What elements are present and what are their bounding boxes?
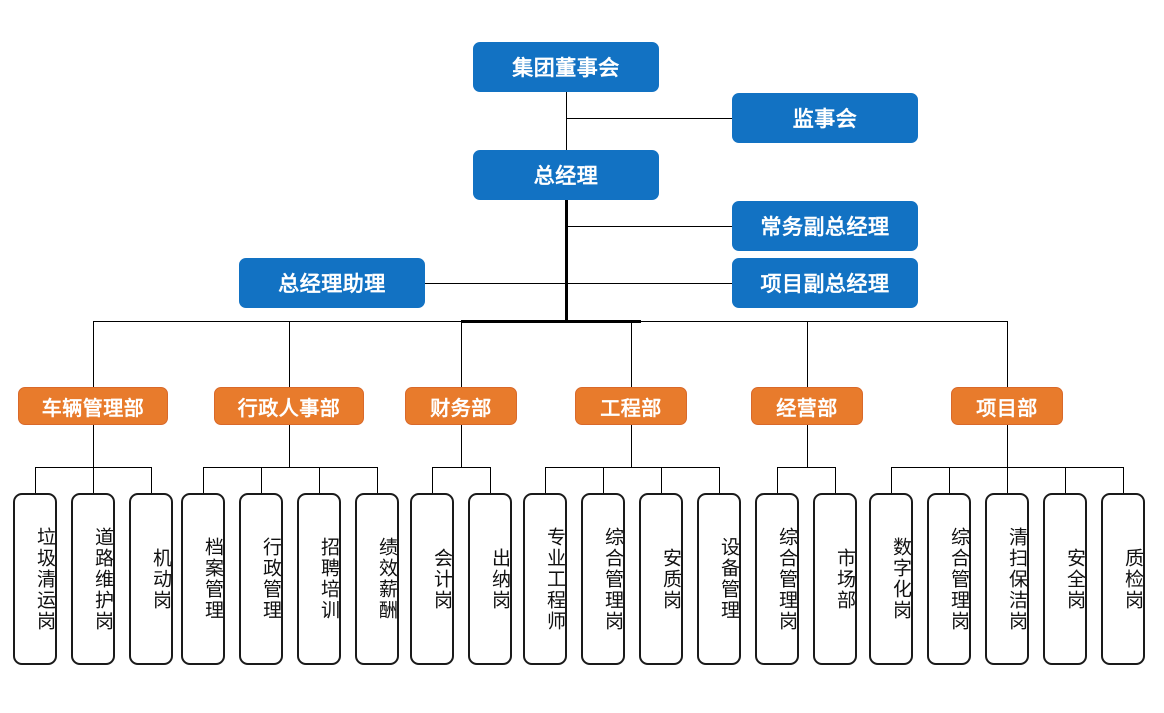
connector-spine-to-gm-assistant (425, 283, 566, 284)
connector-bus-to-dept-1 (93, 321, 94, 387)
connector-dept6-to-pos1 (891, 467, 892, 493)
node-position-general-management-operations[interactable]: 综合管理岗 (755, 493, 799, 665)
node-position-market-department[interactable]: 市场部 (813, 493, 857, 665)
connector-dept3-bus (432, 467, 490, 468)
connector-dept4-to-pos4 (719, 467, 720, 493)
node-position-accountant[interactable]: 会计岗 (410, 493, 454, 665)
node-position-cleaning-sanitation[interactable]: 清扫保洁岗 (985, 493, 1029, 665)
node-position-garbage-transport[interactable]: 垃圾清运岗 (13, 493, 57, 665)
node-gm-assistant[interactable]: 总经理助理 (239, 258, 425, 308)
connector-spine-to-project-deputy (566, 283, 732, 284)
connector-dept4-to-pos1 (545, 467, 546, 493)
connector-dept4-to-pos3 (661, 467, 662, 493)
node-position-general-management-engineering[interactable]: 综合管理岗 (581, 493, 625, 665)
connector-spine-to-exec-deputy (566, 226, 732, 227)
node-position-records-management[interactable]: 档案管理 (181, 493, 225, 665)
node-position-road-maintenance[interactable]: 道路维护岗 (71, 493, 115, 665)
connector-dept4-bus (545, 467, 719, 468)
connector-dept6-drop (1007, 425, 1008, 467)
node-supervisory-board[interactable]: 监事会 (732, 93, 918, 143)
connector-bus-to-dept-4 (631, 321, 632, 387)
connector-dept1-to-pos3 (151, 467, 152, 493)
connector-dept2-to-pos4 (377, 467, 378, 493)
node-position-professional-engineer[interactable]: 专业工程师 (523, 493, 567, 665)
connector-dept2-drop (289, 425, 290, 467)
connector-dept2-to-pos2 (261, 467, 262, 493)
connector-gm-spine-to-supervisory (566, 118, 732, 119)
connector-dept6-to-pos5 (1123, 467, 1124, 493)
node-position-performance-compensation[interactable]: 绩效薪酬 (355, 493, 399, 665)
connector-dept3-to-pos1 (432, 467, 433, 493)
connector-dept3-to-pos2 (490, 467, 491, 493)
connector-bus-to-dept-2 (289, 321, 290, 387)
node-position-cashier[interactable]: 出纳岗 (468, 493, 512, 665)
node-department-project[interactable]: 项目部 (951, 387, 1063, 425)
connector-dept1-to-pos2 (93, 467, 94, 493)
connector-dept5-bus (777, 467, 835, 468)
node-general-manager[interactable]: 总经理 (473, 150, 659, 200)
connector-bus-to-dept-5 (807, 321, 808, 387)
node-position-safety-quality[interactable]: 安质岗 (639, 493, 683, 665)
connector-dept5-to-pos1 (777, 467, 778, 493)
connector-dept5-to-pos2 (835, 467, 836, 493)
connector-dept6-to-pos2 (949, 467, 950, 493)
connector-dept4-to-pos2 (603, 467, 604, 493)
connector-dept6-to-pos4 (1065, 467, 1066, 493)
node-position-recruitment-training[interactable]: 招聘培训 (297, 493, 341, 665)
connector-dept1-to-pos1 (35, 467, 36, 493)
connector-dept2-to-pos3 (319, 467, 320, 493)
connector-board-to-gm (566, 92, 567, 150)
connector-dept4-drop (631, 425, 632, 467)
connector-gm-spine (565, 200, 568, 323)
connector-dept2-to-pos1 (203, 467, 204, 493)
node-department-engineering[interactable]: 工程部 (575, 387, 687, 425)
node-executive-deputy-gm[interactable]: 常务副总经理 (732, 201, 918, 251)
node-department-admin-hr[interactable]: 行政人事部 (214, 387, 364, 425)
node-position-quality-inspection[interactable]: 质检岗 (1101, 493, 1145, 665)
node-department-vehicle-management[interactable]: 车辆管理部 (18, 387, 168, 425)
department-bus-center-emphasis (461, 320, 641, 323)
node-project-deputy-gm[interactable]: 项目副总经理 (732, 258, 918, 308)
node-position-general-management-project[interactable]: 综合管理岗 (927, 493, 971, 665)
node-board-of-directors[interactable]: 集团董事会 (473, 42, 659, 92)
connector-dept6-to-pos3 (1007, 467, 1008, 493)
connector-dept5-drop (807, 425, 808, 467)
connector-bus-to-dept-6 (1007, 321, 1008, 387)
node-department-finance[interactable]: 财务部 (405, 387, 517, 425)
connector-dept2-bus (203, 467, 377, 468)
node-position-safety[interactable]: 安全岗 (1043, 493, 1087, 665)
node-position-equipment-management[interactable]: 设备管理 (697, 493, 741, 665)
node-position-admin-management[interactable]: 行政管理 (239, 493, 283, 665)
node-department-operations[interactable]: 经营部 (751, 387, 863, 425)
node-position-vehicle-operator[interactable]: 机动岗 (129, 493, 173, 665)
connector-bus-to-dept-3 (461, 321, 462, 387)
connector-dept3-drop (461, 425, 462, 467)
connector-dept1-drop (93, 425, 94, 467)
node-position-digitalization[interactable]: 数字化岗 (869, 493, 913, 665)
